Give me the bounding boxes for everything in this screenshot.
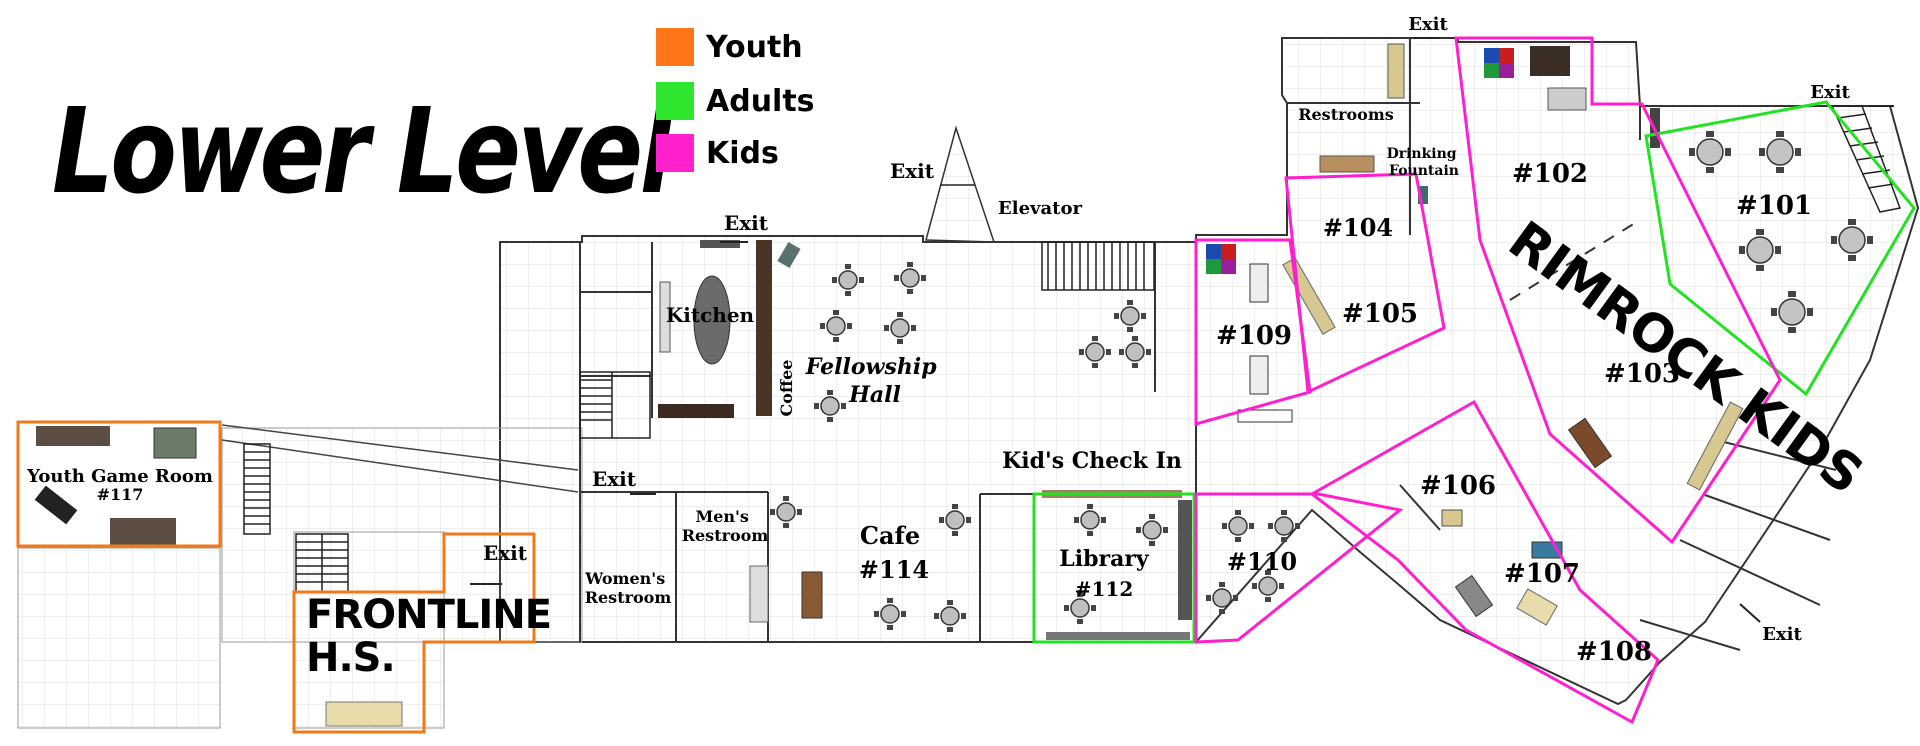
room-103-label: #103 [1604,359,1680,389]
mens-restroom-line2: Restroom [682,526,769,545]
cafe-label: Cafe [860,521,920,550]
fellowship-hall-line1: Fellowship [805,354,937,380]
exit-label-kitchen: Exit [724,211,769,235]
room-110-outline [1194,492,1404,644]
drinking-fountain-line1: Drinking [1387,146,1457,162]
womens-restroom-line2: Restroom [585,588,672,607]
elevator-label: Elevator [998,198,1082,219]
room-110-label: #110 [1227,547,1297,576]
frontline-line2: H.S. [306,635,396,681]
room-outlines [16,36,1916,734]
room-102-103-outline [1454,36,1782,545]
room-109-label: #109 [1216,321,1292,351]
legend-adults: Adults [656,82,815,120]
legend-youth-label: Youth [706,29,803,65]
legend-kids: Kids [656,134,779,172]
youth-game-room-label: Youth Game Room [26,466,213,487]
mens-restroom-line1: Men's [695,507,748,526]
room-105-label: #105 [1342,299,1418,329]
kids-check-in-label: Kid's Check In [1002,448,1182,474]
room-106-108-outline [1309,399,1660,725]
exit-markers [470,37,1894,623]
legend-youth: Youth [656,28,803,66]
exit-label-108: Exit [1762,624,1802,645]
frontline-outline [292,532,536,734]
youth-game-room-number: #117 [97,485,144,504]
library-number: #112 [1075,577,1134,601]
room-107-label: #107 [1504,559,1580,589]
womens-restroom-label: Women's Restroom [584,569,671,607]
legend-adults-label: Adults [706,83,815,119]
drinking-fountain-label: Drinking Fountain [1387,146,1462,179]
cafe-number: #114 [859,555,929,584]
library-label: Library [1059,546,1150,572]
frontline-label: FRONTLINE H.S. [306,592,552,681]
frontline-line1: FRONTLINE [306,592,552,638]
kitchen-label: Kitchen [666,303,755,327]
legend-kids-swatch [656,134,694,172]
stair-101 [1830,105,1902,213]
legend-youth-swatch [656,28,694,66]
room-104-label: #104 [1323,213,1393,242]
library-outline [1032,492,1196,644]
legend-adults-swatch [656,82,694,120]
room-104-105-outline [1284,172,1446,395]
exit-label-101: Exit [1810,82,1850,103]
coffee-label: Coffee [777,360,796,417]
drinking-fountain-line2: Fountain [1389,163,1459,179]
room-101-label: #101 [1736,191,1812,221]
fellowship-hall-line2: Hall [848,382,901,408]
exit-label-corridor: Exit [592,467,637,491]
room-102-label: #102 [1512,159,1588,189]
exit-label-fellowship: Exit [890,159,935,183]
exit-label-restrooms: Exit [1408,14,1448,35]
exit-label-frontline: Exit [483,541,528,565]
room-106-label: #106 [1420,471,1496,501]
stair-top [1041,241,1155,291]
fellowship-hall-label: Fellowship Hall [805,354,945,408]
restrooms-label: Restrooms [1298,105,1394,124]
building-floor [17,37,1920,729]
stair-left [579,371,651,439]
mens-restroom-label: Men's Restroom [682,507,769,545]
room-108-label: #108 [1576,637,1652,667]
stair-corridor [243,443,271,535]
map-labels: Youth Game Room #117 Kitchen Coffee Fell… [26,14,1850,667]
womens-restroom-line1: Women's [584,569,665,588]
room-101-outline [1644,100,1916,397]
color-mat-102 [1484,48,1514,78]
page-title: Lower Level [52,82,673,220]
stairs-elevator [243,105,1902,593]
color-mat-109 [1206,244,1236,274]
corridor [221,424,579,642]
youth-game-room-outline [16,420,222,548]
legend-kids-label: Kids [706,135,779,171]
